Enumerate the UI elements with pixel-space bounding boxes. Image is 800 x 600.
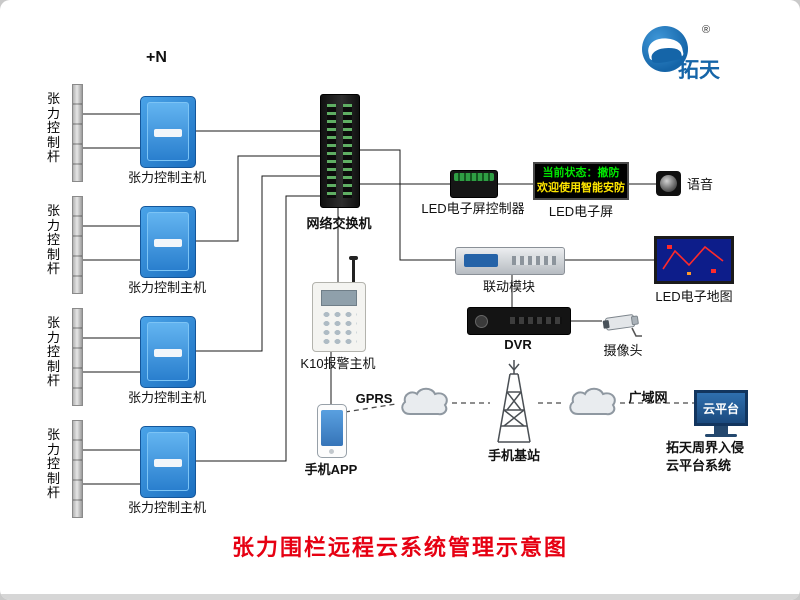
cloud-platform-caption-line2: 云平台系统 <box>666 458 732 473</box>
bottom-edge <box>0 594 800 600</box>
tension-host-label: 张力控制主机 <box>127 390 206 405</box>
base-station-label: 手机基站 <box>487 448 540 463</box>
tension-pole-icon <box>72 420 83 518</box>
tension-pole-icon <box>72 308 83 406</box>
antenna-icon <box>349 256 358 284</box>
cloud-platform-caption-line1: 拓天周界入侵 <box>666 440 745 455</box>
tension-host-icon <box>140 426 196 498</box>
wan-annotation: 广域网 <box>628 390 668 405</box>
network-switch-label: 网络交换机 <box>306 216 372 231</box>
led-map-label: LED电子地图 <box>655 289 733 304</box>
base-station-icon <box>490 358 538 444</box>
pole-label: 张力控制杆 <box>46 427 60 500</box>
cloud-icon <box>569 387 616 416</box>
registered-mark: ® <box>702 24 711 36</box>
led-controller-label: LED电子屏控制器 <box>421 201 525 216</box>
network-switch-icon <box>320 94 360 208</box>
camera-icon <box>602 310 644 340</box>
phone-icon <box>317 404 347 458</box>
pole-label: 张力控制杆 <box>46 91 60 164</box>
phone-app-label: 手机APP <box>304 462 358 477</box>
gprs-annotation: GPRS <box>355 391 393 406</box>
camera-label: 摄像头 <box>603 343 643 358</box>
led-map-icon <box>654 236 734 284</box>
logo-globe-icon <box>642 26 688 72</box>
led-screen-line1: 当前状态：撤防 <box>542 167 620 179</box>
led-screen-line2: 欢迎使用智能安防 <box>537 182 625 194</box>
plus-n-annotation: +N <box>146 49 167 66</box>
led-controller-icon <box>450 170 498 198</box>
pole-label: 张力控制杆 <box>46 203 60 276</box>
dvr-label: DVR <box>504 337 532 352</box>
dvr-icon <box>467 307 571 335</box>
monitor-stand <box>714 426 728 434</box>
tension-host-icon <box>140 206 196 278</box>
k10-alarm-icon <box>312 282 366 352</box>
tension-pole-icon <box>72 84 83 182</box>
tension-pole-icon <box>72 196 83 294</box>
keypad <box>321 310 357 344</box>
switch-ports <box>343 104 352 198</box>
brand-logo: 拓天 ® <box>642 24 732 82</box>
cloud-platform-monitor-icon: 云平台 <box>694 390 748 426</box>
brand-name: 拓天 <box>678 59 720 82</box>
tension-host-icon <box>140 316 196 388</box>
led-screen-icon: 当前状态：撤防 欢迎使用智能安防 <box>533 162 629 200</box>
tension-host-label: 张力控制主机 <box>127 280 206 295</box>
diagram-title: 张力围栏远程云系统管理示意图 <box>231 535 568 560</box>
monitor-base <box>705 434 737 437</box>
linkage-module-label: 联动模块 <box>482 279 535 294</box>
linkage-module-icon <box>455 247 565 275</box>
tension-host-label: 张力控制主机 <box>127 170 206 185</box>
tension-host-icon <box>140 96 196 168</box>
led-screen-label: LED电子屏 <box>548 204 614 219</box>
k10-alarm-label: K10报警主机 <box>300 356 376 371</box>
switch-ports <box>327 104 336 198</box>
tension-host-label: 张力控制主机 <box>127 500 206 515</box>
cloud-icon <box>401 387 448 416</box>
voice-label: 语音 <box>686 177 713 192</box>
speaker-icon <box>656 171 681 196</box>
cloud-platform-screen-label: 云平台 <box>702 401 739 416</box>
pole-label: 张力控制杆 <box>46 315 60 388</box>
